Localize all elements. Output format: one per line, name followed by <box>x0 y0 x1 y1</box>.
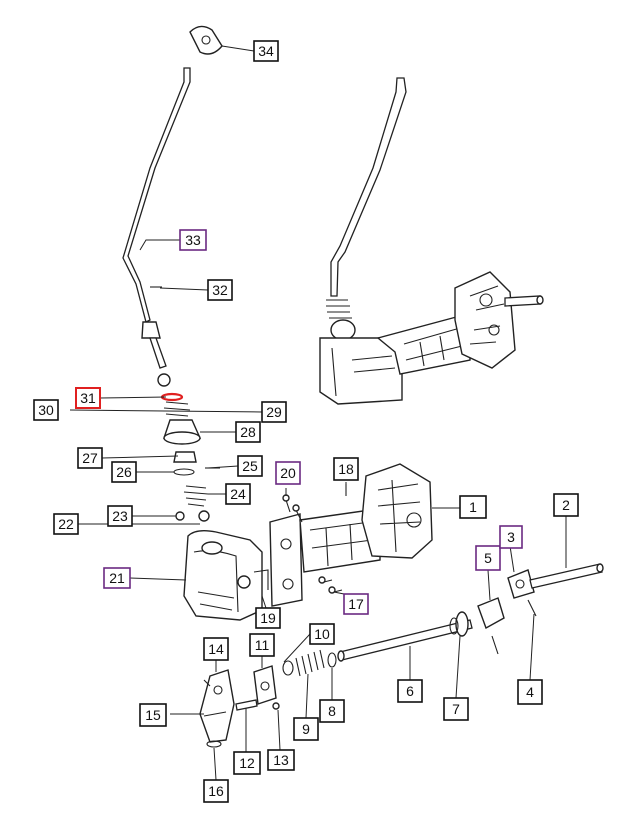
callout-22: 22 <box>53 513 79 535</box>
svg-text:26: 26 <box>116 464 132 480</box>
callout-1: 1 <box>459 495 487 519</box>
svg-text:21: 21 <box>109 570 125 586</box>
callout-27: 27 <box>77 447 103 469</box>
callout-8: 8 <box>319 699 345 723</box>
callout-29: 29 <box>261 401 287 423</box>
svg-text:32: 32 <box>212 282 228 298</box>
svg-text:18: 18 <box>338 461 354 477</box>
svg-text:29: 29 <box>266 404 282 420</box>
svg-text:4: 4 <box>526 684 534 700</box>
base-bracket-exploded <box>269 463 433 607</box>
callout-4: 4 <box>517 679 543 705</box>
svg-text:14: 14 <box>208 641 224 657</box>
svg-text:12: 12 <box>239 755 255 771</box>
callout-25: 25 <box>237 455 263 477</box>
callout-7: 7 <box>443 697 469 721</box>
svg-text:2: 2 <box>562 497 570 513</box>
svg-text:22: 22 <box>58 516 74 532</box>
callouts: 34 33 32 31 30 29 28 27 26 25 24 23 22 2… <box>33 40 579 803</box>
callout-11: 11 <box>249 633 275 657</box>
callout-6: 6 <box>397 679 423 703</box>
callout-5: 5 <box>475 545 501 571</box>
svg-text:5: 5 <box>484 550 492 566</box>
shift-lever-exploded <box>122 25 269 621</box>
svg-text:10: 10 <box>314 626 330 642</box>
svg-text:25: 25 <box>242 458 258 474</box>
callout-9: 9 <box>293 717 319 741</box>
svg-text:8: 8 <box>328 703 336 719</box>
svg-text:9: 9 <box>302 721 310 737</box>
svg-text:17: 17 <box>348 596 364 612</box>
callout-21: 21 <box>103 567 131 589</box>
svg-text:23: 23 <box>112 508 128 524</box>
svg-text:3: 3 <box>507 529 515 545</box>
svg-text:33: 33 <box>185 232 201 248</box>
svg-text:34: 34 <box>258 43 274 59</box>
svg-text:20: 20 <box>280 465 296 481</box>
callout-23: 23 <box>107 505 133 527</box>
callout-14: 14 <box>203 637 229 661</box>
callout-12: 12 <box>233 751 261 775</box>
svg-text:13: 13 <box>273 752 289 768</box>
callout-33: 33 <box>179 229 207 251</box>
assembled-shifter-view <box>319 77 544 405</box>
callout-3: 3 <box>499 525 523 549</box>
callout-13: 13 <box>267 749 295 771</box>
svg-text:7: 7 <box>452 701 460 717</box>
callout-26: 26 <box>111 461 137 483</box>
svg-text:27: 27 <box>82 450 98 466</box>
svg-text:16: 16 <box>208 783 224 799</box>
callout-28: 28 <box>235 421 261 443</box>
callout-10: 10 <box>309 623 335 645</box>
svg-text:30: 30 <box>38 402 54 418</box>
callout-32: 32 <box>207 279 233 301</box>
callout-16: 16 <box>203 779 229 803</box>
svg-text:24: 24 <box>230 486 246 502</box>
svg-text:15: 15 <box>145 707 161 723</box>
callout-15: 15 <box>139 703 167 727</box>
shaft-assembly-exploded <box>199 563 604 748</box>
callout-30: 30 <box>33 399 59 421</box>
svg-text:31: 31 <box>80 390 96 406</box>
callout-19: 19 <box>255 607 281 629</box>
callout-24: 24 <box>225 483 251 505</box>
callout-31: 31 <box>75 387 101 409</box>
callout-20: 20 <box>275 461 301 485</box>
leader-lines <box>69 45 567 781</box>
svg-text:28: 28 <box>240 424 256 440</box>
svg-text:1: 1 <box>469 499 477 515</box>
svg-text:6: 6 <box>406 683 414 699</box>
svg-text:19: 19 <box>260 610 276 626</box>
callout-17: 17 <box>343 593 369 615</box>
svg-text:11: 11 <box>255 637 270 653</box>
callout-34: 34 <box>253 40 279 62</box>
callout-2: 2 <box>553 493 579 517</box>
callout-18: 18 <box>333 457 359 481</box>
